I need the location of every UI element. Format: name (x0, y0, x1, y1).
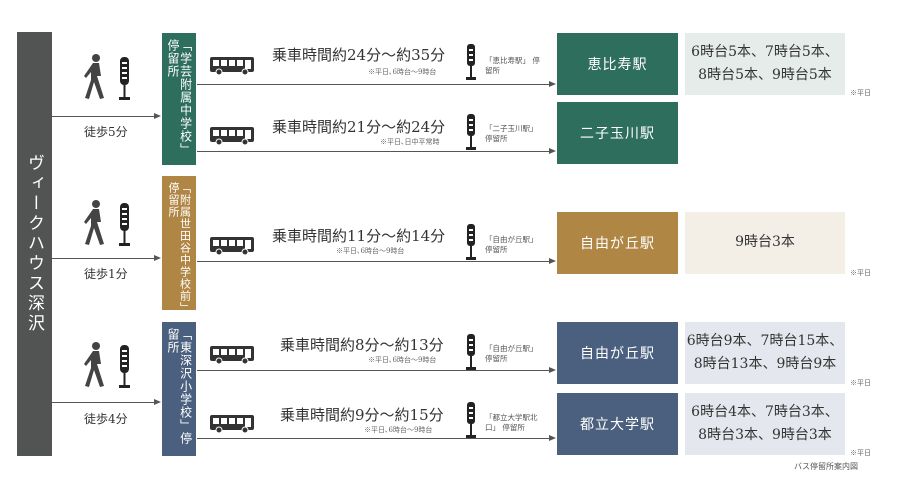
destination-station: 自由が丘駅 (557, 322, 678, 384)
bus-stop-sign-icon (119, 203, 130, 246)
destination-station: 都立大学駅 (557, 393, 678, 455)
stop-sign-label: 「自由が丘駅」 停留所 (485, 344, 538, 363)
bus-icon (209, 414, 255, 438)
bus-stop-name: 「附属世田谷中学校前」停留所 (167, 182, 192, 309)
destination-station: 恵比寿駅 (557, 33, 678, 95)
ride-note: ※平日､日中平常時 (380, 138, 440, 146)
stop-pole-icon (466, 44, 476, 84)
walk-line (52, 116, 155, 117)
walk-arrow (154, 255, 161, 261)
weekday-note: ※平日 (850, 379, 871, 387)
ride-note: ※平日､6時台〜9時台 (368, 68, 437, 76)
stop-pole-icon (466, 334, 476, 374)
walking-person-icon (84, 54, 104, 99)
walk-icons (84, 342, 144, 396)
destination-station: 自由が丘駅 (557, 212, 678, 274)
walk-time: 徒歩5分 (84, 125, 128, 139)
bus-icon (209, 56, 255, 80)
route-line (197, 261, 550, 262)
bus-stop-name: 「東深沢小学校」停留所 (166, 328, 193, 445)
route-arrow (549, 148, 556, 154)
bus-stop-box: 「東深沢小学校」停留所 (162, 322, 196, 456)
frequency-line-1: 6時台4本、7時台3本、 (691, 403, 839, 420)
frequency-box: 6時台9本、7時台15本、 8時台13本、9時台9本 (685, 322, 845, 384)
frequency-line-2: 8時台13本、9時台9本 (693, 356, 837, 372)
frequency-line-1: 6時台9本、7時台15本、 (686, 332, 844, 349)
stop-pole-icon (466, 224, 476, 264)
frequency-box: 6時台4本、7時台3本、 8時台3本、9時台3本 (685, 393, 845, 455)
bus-stop-box: 「附属世田谷中学校前」停留所 (162, 176, 196, 310)
stop-sign-label: 「恵比寿駅」 停留所 (485, 56, 540, 75)
frequency-line-2: 8時台3本、9時台3本 (698, 427, 832, 443)
bus-icon (209, 126, 255, 150)
ride-time: 乗車時間約8分〜約13分 (280, 336, 444, 354)
origin-box: ヴィークハウス深沢 (17, 32, 52, 456)
ride-note: ※平日､6時台〜9時台 (368, 356, 437, 364)
route-arrow (549, 367, 556, 373)
origin-label: ヴィークハウス深沢 (24, 154, 44, 334)
route-arrow (549, 81, 556, 87)
bus-stop-sign-icon (119, 345, 130, 388)
frequency-line-1: 9時台3本 (735, 234, 795, 251)
walk-icons (84, 200, 144, 254)
route-line (197, 438, 550, 439)
diagram-caption: バス停留所案内図 (794, 462, 858, 471)
route-arrow (549, 258, 556, 264)
ride-time: 乗車時間約9分〜約15分 (280, 406, 444, 424)
route-line (197, 84, 550, 85)
frequency-box: 6時台5本、7時台5本、 8時台5本、9時台5本 (685, 33, 845, 95)
bus-icon (209, 345, 255, 369)
walking-person-icon (84, 200, 104, 245)
bus-stop-name: 「学芸附属中学校」停留所 (166, 39, 193, 156)
bus-stop-sign-icon (119, 57, 130, 100)
ride-time: 乗車時間約21分〜約24分 (272, 118, 446, 136)
walk-icons (84, 54, 144, 108)
stop-pole-icon (466, 402, 476, 442)
weekday-note: ※平日 (850, 89, 871, 97)
frequency-box: 9時台3本 (685, 212, 845, 274)
route-line (197, 370, 550, 371)
bus-stop-box: 「学芸附属中学校」停留所 (162, 33, 196, 165)
walk-time: 徒歩4分 (84, 412, 128, 426)
walk-line (52, 402, 155, 403)
stop-sign-label: 「都立大学駅北口」 停留所 (485, 413, 538, 432)
bus-icon (209, 236, 255, 260)
stop-pole-icon (466, 114, 476, 154)
walking-person-icon (84, 342, 104, 387)
ride-note: ※平日､6時台〜9時台 (336, 247, 405, 255)
weekday-note: ※平日 (850, 449, 871, 457)
frequency-line-2: 8時台5本、9時台5本 (698, 67, 832, 83)
route-line (197, 151, 550, 152)
frequency-line-1: 6時台5本、7時台5本、 (691, 43, 839, 60)
ride-note: ※平日､6時台〜9時台 (364, 426, 433, 434)
walk-arrow (154, 113, 161, 119)
ride-time: 乗車時間約24分〜約35分 (272, 46, 446, 64)
route-arrow (549, 435, 556, 441)
ride-time: 乗車時間約11分〜約14分 (272, 227, 446, 245)
walk-arrow (154, 399, 161, 405)
walk-time: 徒歩1分 (84, 267, 128, 281)
walk-line (52, 258, 155, 259)
stop-sign-label: 「二子玉川駅」 停留所 (485, 124, 538, 143)
weekday-note: ※平日 (850, 269, 871, 277)
destination-station: 二子玉川駅 (557, 102, 678, 164)
stop-sign-label: 「自由が丘駅」 停留所 (485, 235, 538, 254)
